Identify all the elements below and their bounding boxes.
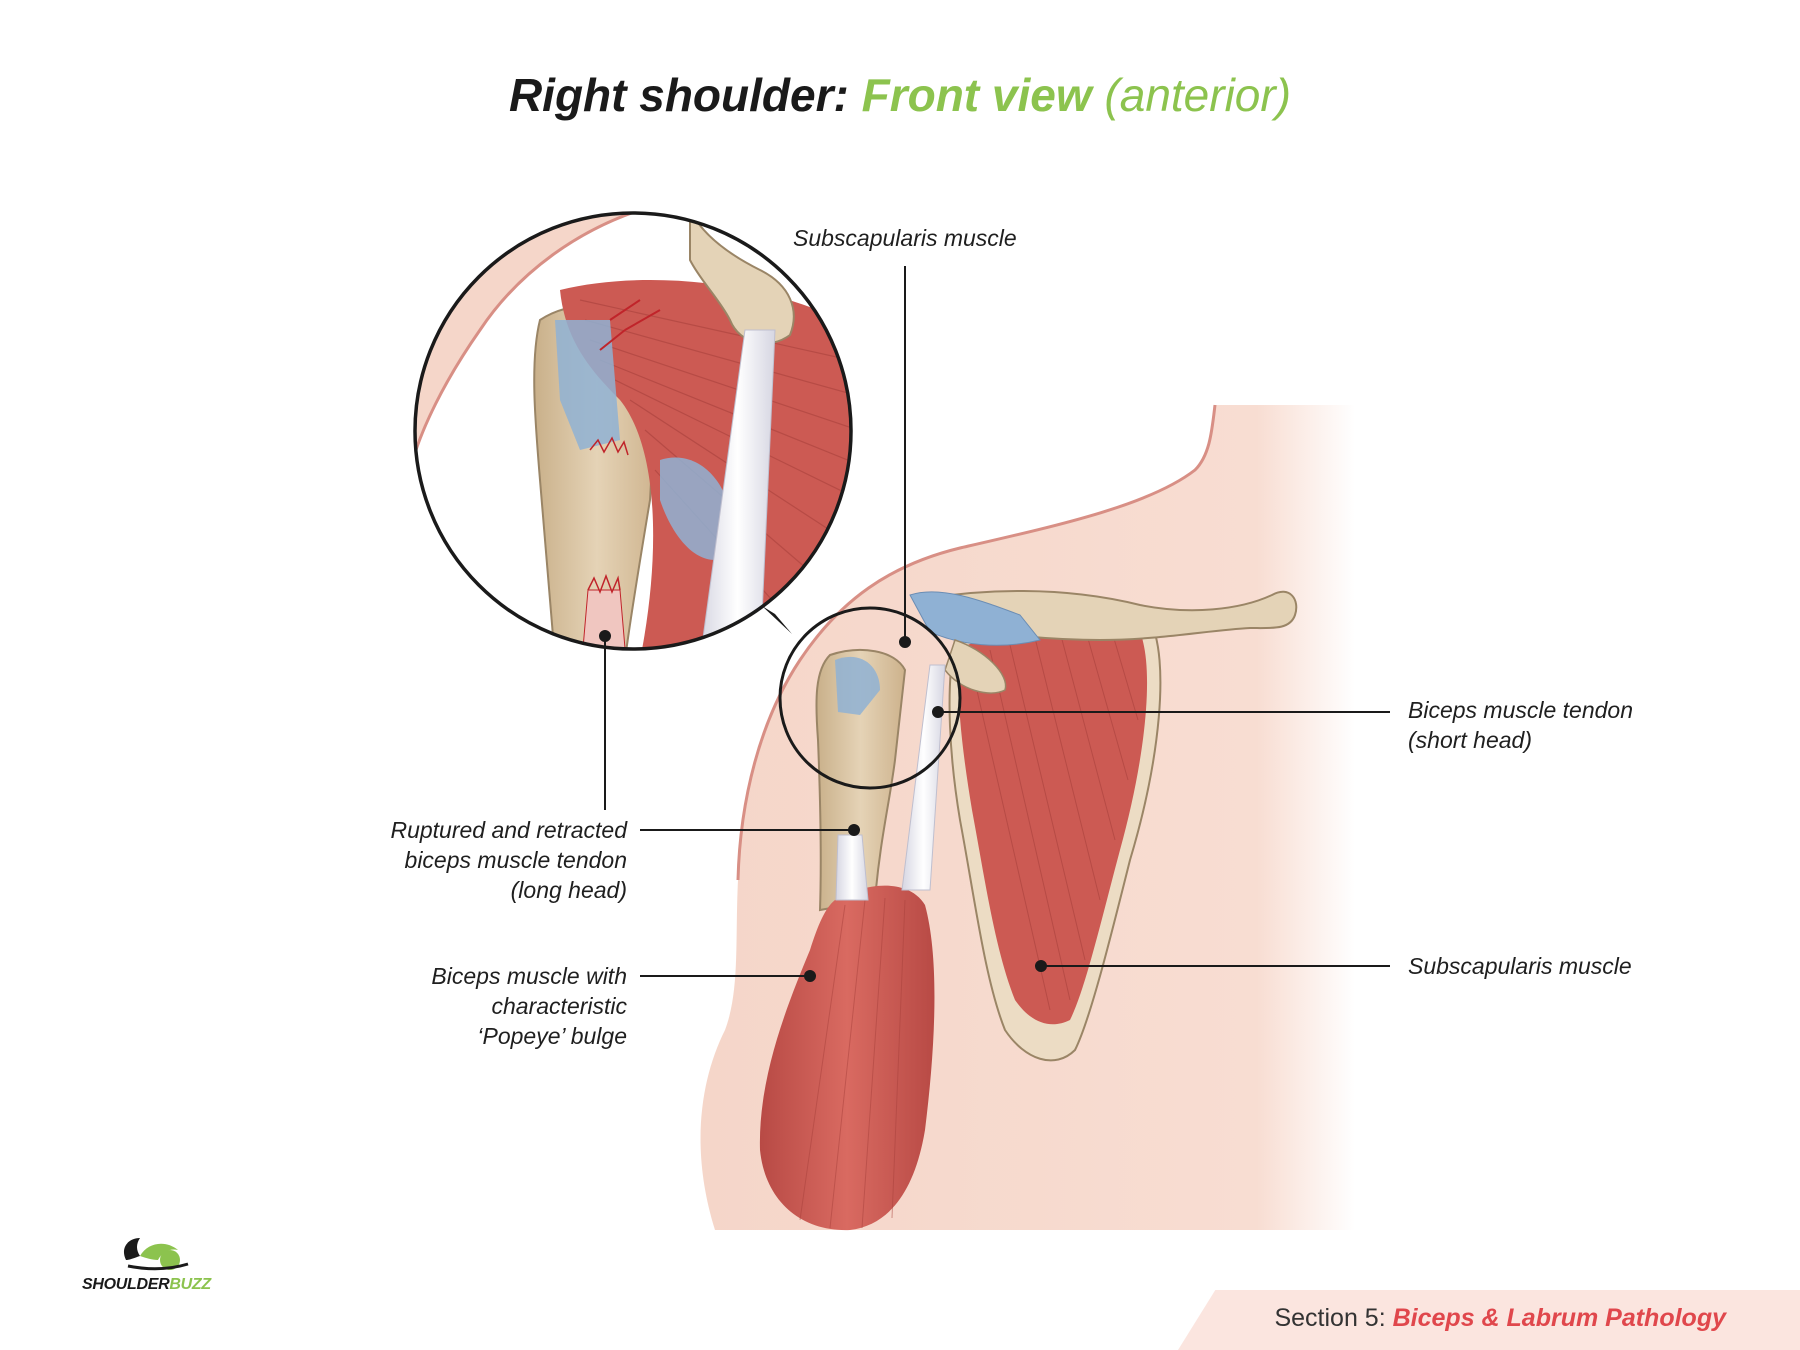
section-footer: Section 5: Biceps & Labrum Pathology [1274, 1304, 1726, 1333]
title-main: Right shoulder [508, 69, 834, 121]
leader-lines [599, 266, 1390, 982]
title-view: Front view [861, 69, 1092, 121]
label-biceps-bulge: Biceps muscle with characteristic ‘Popey… [431, 961, 627, 1051]
label-bulge-line2: characteristic [491, 993, 627, 1019]
label-biceps-short-head: Biceps muscle tendon (short head) [1408, 695, 1633, 755]
shoulderbuzz-logo-icon [123, 1238, 189, 1271]
logo-text-part2: BUZZ [169, 1276, 211, 1293]
rotator-ligament [835, 656, 880, 715]
logo-wordmark: SHOULDERBUZZ [82, 1276, 211, 1294]
label-biceps-short-line2: (short head) [1408, 727, 1533, 753]
footer-section: Biceps & Labrum Pathology [1392, 1304, 1726, 1332]
label-subscapularis-top: Subscapularis muscle [793, 225, 1017, 251]
short-head-tendon [901, 664, 946, 891]
label-ruptured-line2: biceps muscle tendon [404, 847, 627, 873]
zoom-circle-border [413, 211, 853, 651]
logo-text-part1: SHOULDER [82, 1276, 170, 1293]
biceps-fibers [799, 897, 906, 1229]
coracoid-process [944, 639, 1007, 694]
coracoacromial-ligament [909, 591, 1041, 646]
title-colon: : [833, 69, 849, 121]
label-bulge-line1: Biceps muscle with [431, 963, 627, 989]
footer-band [1178, 1290, 1800, 1350]
footer-prefix: Section 5: [1274, 1304, 1386, 1332]
label-ruptured-tendon: Ruptured and retracted biceps muscle ten… [390, 815, 627, 905]
biceps-muscle [759, 885, 935, 1231]
long-head-tendon-stump [835, 834, 869, 901]
label-subscapularis-right: Subscapularis muscle [1408, 953, 1632, 979]
title-qualifier: (anterior) [1104, 69, 1292, 121]
subscapularis-fibers [969, 624, 1139, 1011]
label-ruptured-line3: (long head) [510, 877, 627, 903]
page-title: Right shoulder: Front view (anterior) [0, 68, 1800, 122]
magnifier-pointer [762, 606, 792, 634]
label-bulge-line3: ‘Popeye’ bulge [477, 1023, 627, 1049]
magnifier-small-circle [778, 606, 962, 790]
label-biceps-short-line1: Biceps muscle tendon [1408, 697, 1634, 723]
body-outline [736, 404, 1217, 881]
label-ruptured-line1: Ruptured and retracted [390, 817, 627, 843]
zoom-detail [415, 213, 851, 649]
